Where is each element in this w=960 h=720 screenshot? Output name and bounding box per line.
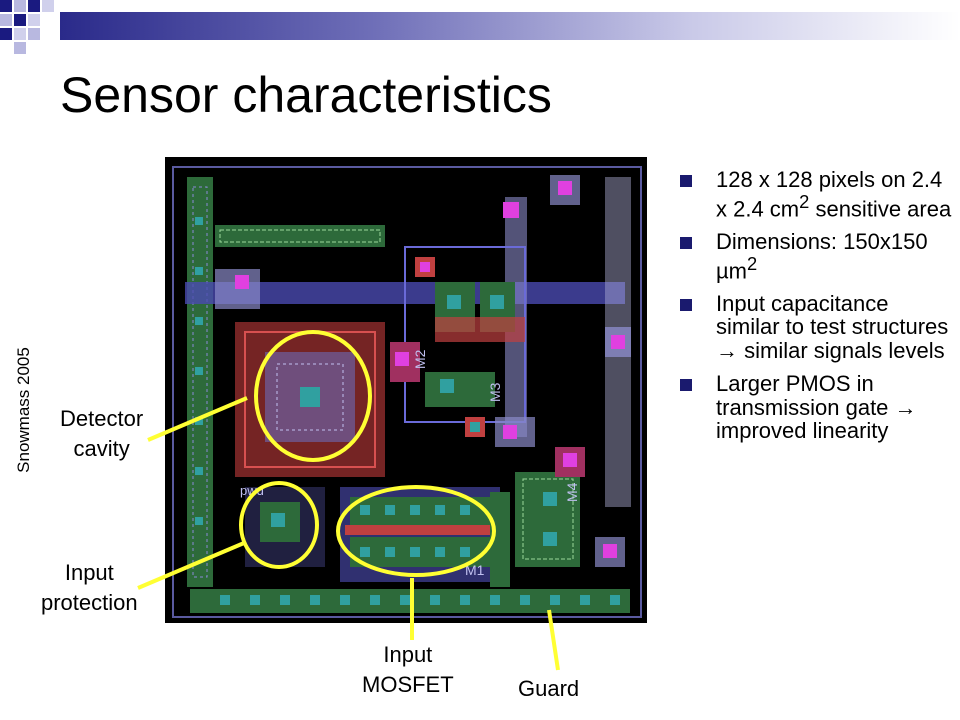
header-gradient-bar — [60, 12, 960, 40]
side-label: Snowmass 2005 — [14, 347, 33, 473]
bullet-square-icon — [680, 378, 692, 391]
callout-guard: Guard — [518, 676, 580, 701]
bullet-list: 128 x 128 pixels on 2.4 x 2.4 cm2 sensit… — [680, 168, 952, 452]
layout-label-pwd: pwd — [240, 483, 264, 498]
bullet-square-icon — [680, 236, 692, 249]
bullet-item: 128 x 128 pixels on 2.4 x 2.4 cm2 sensit… — [680, 168, 952, 221]
layout-label-m3: M3 — [487, 382, 503, 402]
corner-squares-decoration — [0, 0, 54, 54]
layout-label-m2: M2 — [412, 349, 428, 369]
callout-input-mosfet: Input MOSFET — [362, 642, 454, 697]
layout-label-m1: M1 — [465, 562, 485, 578]
layout-label-m4: M4 — [564, 482, 580, 502]
bullet-item: Input capacitance similar to test struct… — [680, 291, 952, 363]
bullet-square-icon — [680, 298, 692, 311]
bullet-item: Dimensions: 150x150 µm2 — [680, 229, 952, 283]
bullet-item: Larger PMOS in transmission gate → impro… — [680, 372, 952, 443]
bullet-square-icon — [680, 175, 692, 187]
callout-input-protection: Input protection — [41, 560, 138, 615]
slide-title: Sensor characteristics — [60, 67, 552, 123]
callout-detector-cavity: Detector cavity — [60, 406, 144, 461]
pixel-layout-image: M1 M2 M3 M4 pwd — [165, 157, 647, 623]
